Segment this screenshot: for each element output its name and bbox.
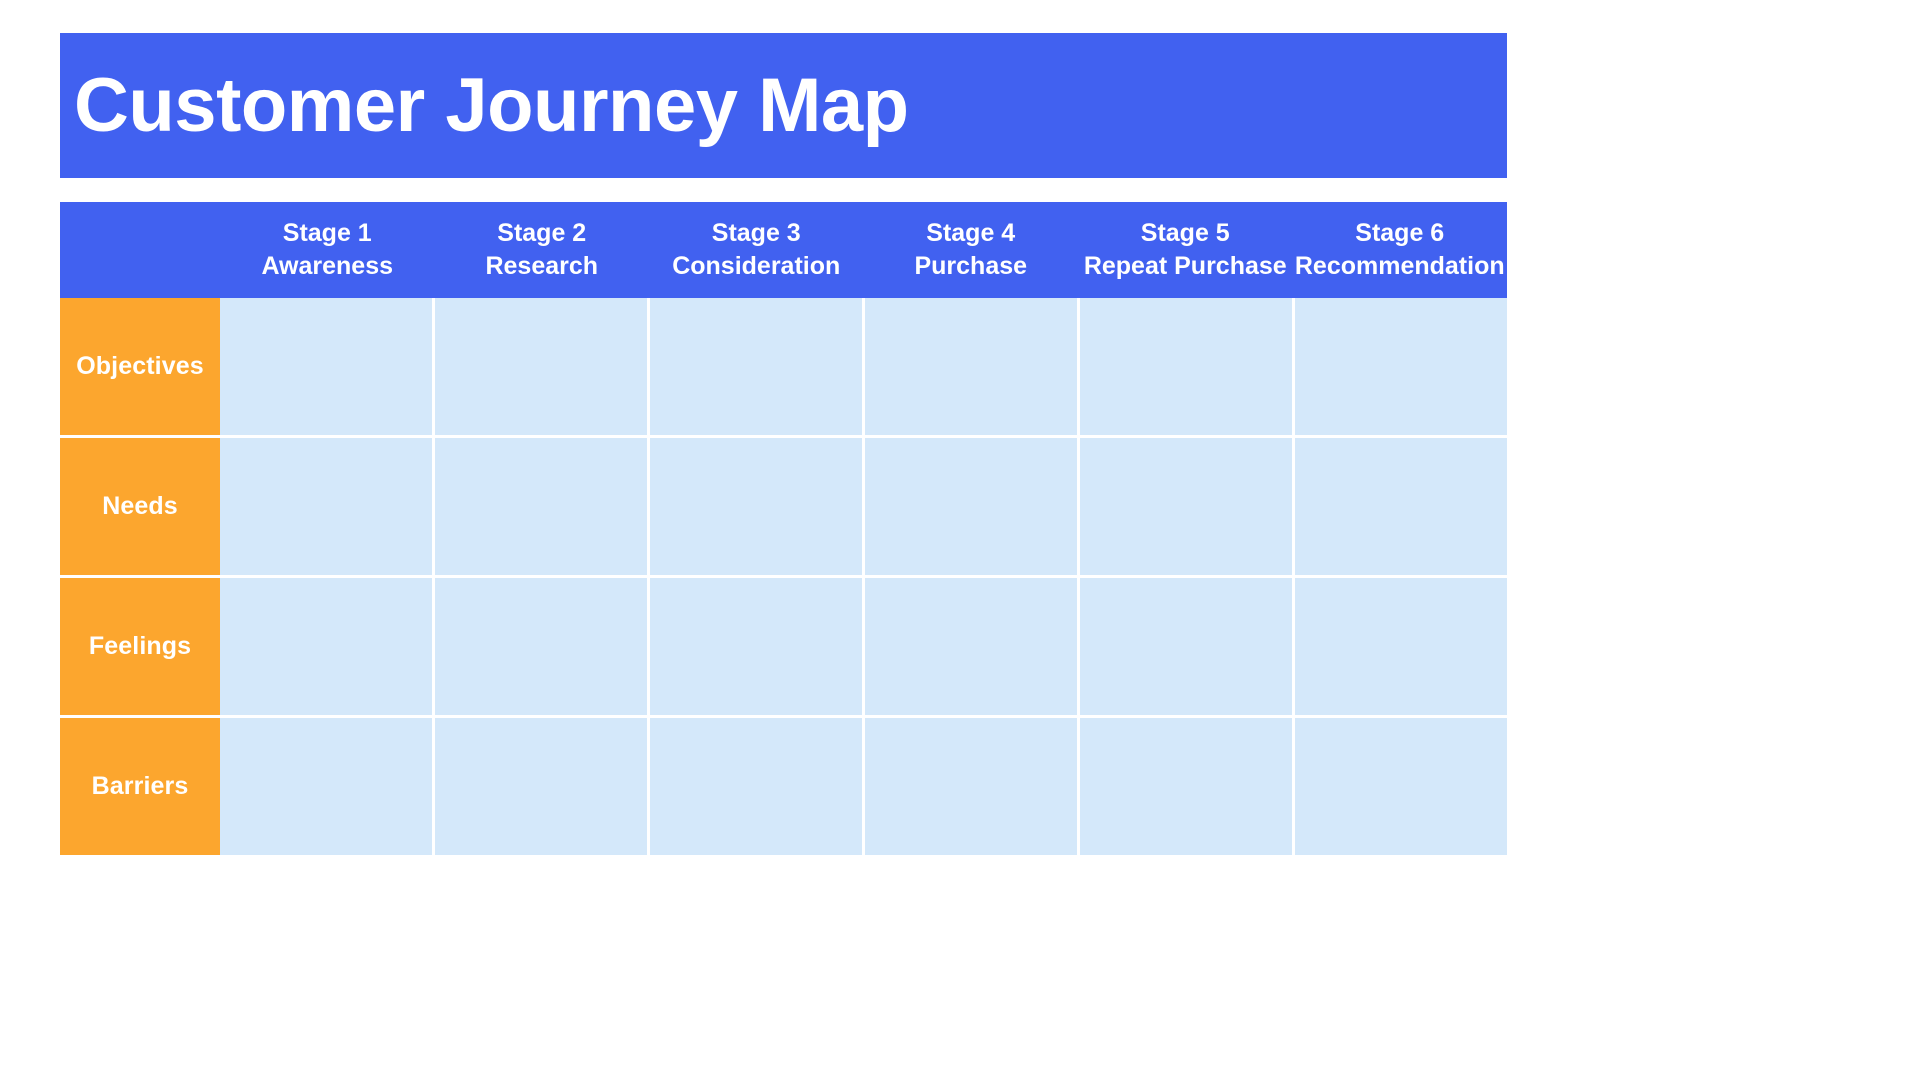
cell-barriers-stage-4[interactable] bbox=[865, 718, 1077, 855]
header-corner-cell bbox=[60, 202, 220, 298]
header-stage-2: Stage 2 Research bbox=[435, 202, 650, 298]
stage-name-label: Purchase bbox=[914, 252, 1028, 280]
row-label-text: Needs bbox=[102, 492, 178, 520]
header-stage-1: Stage 1 Awareness bbox=[220, 202, 435, 298]
cell-feelings-stage-4[interactable] bbox=[865, 578, 1077, 715]
cell-barriers-stage-5[interactable] bbox=[1080, 718, 1292, 855]
stage-name-label: Research bbox=[485, 252, 599, 280]
cell-needs-stage-1[interactable] bbox=[220, 438, 432, 575]
cell-objectives-stage-5[interactable] bbox=[1080, 298, 1292, 435]
cell-feelings-stage-1[interactable] bbox=[220, 578, 432, 715]
row-label-text: Barriers bbox=[91, 772, 189, 800]
stage-name-label: Recommendation bbox=[1294, 252, 1505, 280]
row-label-needs: Needs bbox=[60, 438, 220, 575]
row-cells bbox=[220, 298, 1507, 435]
table-row: Feelings bbox=[60, 578, 1507, 715]
table-row: Needs bbox=[60, 438, 1507, 575]
cell-feelings-stage-3[interactable] bbox=[650, 578, 862, 715]
cell-needs-stage-6[interactable] bbox=[1295, 438, 1507, 575]
cell-barriers-stage-3[interactable] bbox=[650, 718, 862, 855]
cell-needs-stage-2[interactable] bbox=[435, 438, 647, 575]
table-row: Objectives bbox=[60, 298, 1507, 435]
cell-feelings-stage-6[interactable] bbox=[1295, 578, 1507, 715]
header-stage-4: Stage 4 Purchase bbox=[864, 202, 1079, 298]
cell-objectives-stage-2[interactable] bbox=[435, 298, 647, 435]
cell-barriers-stage-6[interactable] bbox=[1295, 718, 1507, 855]
stage-number-label: Stage 5 bbox=[1140, 219, 1230, 247]
table-header-row: Stage 1 Awareness Stage 2 Research Stage… bbox=[60, 202, 1507, 298]
row-label-barriers: Barriers bbox=[60, 718, 220, 855]
stage-name-label: Consideration bbox=[672, 252, 841, 280]
page-title: Customer Journey Map bbox=[74, 62, 909, 148]
journey-map-table: Stage 1 Awareness Stage 2 Research Stage… bbox=[60, 202, 1507, 855]
row-cells bbox=[220, 578, 1507, 715]
row-label-text: Objectives bbox=[76, 352, 204, 380]
cell-barriers-stage-1[interactable] bbox=[220, 718, 432, 855]
cell-objectives-stage-4[interactable] bbox=[865, 298, 1077, 435]
row-cells bbox=[220, 438, 1507, 575]
cell-needs-stage-5[interactable] bbox=[1080, 438, 1292, 575]
cell-objectives-stage-1[interactable] bbox=[220, 298, 432, 435]
row-label-feelings: Feelings bbox=[60, 578, 220, 715]
cell-objectives-stage-6[interactable] bbox=[1295, 298, 1507, 435]
header-stage-5: Stage 5 Repeat Purchase bbox=[1078, 202, 1293, 298]
stage-number-label: Stage 3 bbox=[711, 219, 801, 247]
cell-barriers-stage-2[interactable] bbox=[435, 718, 647, 855]
row-label-text: Feelings bbox=[88, 632, 192, 660]
row-label-objectives: Objectives bbox=[60, 298, 220, 435]
stage-number-label: Stage 6 bbox=[1355, 219, 1445, 247]
cell-feelings-stage-5[interactable] bbox=[1080, 578, 1292, 715]
row-cells bbox=[220, 718, 1507, 855]
stage-name-label: Awareness bbox=[261, 252, 394, 280]
header-stage-3: Stage 3 Consideration bbox=[649, 202, 864, 298]
header-stage-6: Stage 6 Recommendation bbox=[1293, 202, 1508, 298]
title-banner: Customer Journey Map bbox=[60, 33, 1507, 178]
table-row: Barriers bbox=[60, 718, 1507, 855]
stage-number-label: Stage 2 bbox=[497, 219, 587, 247]
stage-name-label: Repeat Purchase bbox=[1083, 252, 1287, 280]
cell-objectives-stage-3[interactable] bbox=[650, 298, 862, 435]
cell-feelings-stage-2[interactable] bbox=[435, 578, 647, 715]
cell-needs-stage-4[interactable] bbox=[865, 438, 1077, 575]
stage-number-label: Stage 1 bbox=[282, 219, 372, 247]
stage-number-label: Stage 4 bbox=[926, 219, 1016, 247]
cell-needs-stage-3[interactable] bbox=[650, 438, 862, 575]
